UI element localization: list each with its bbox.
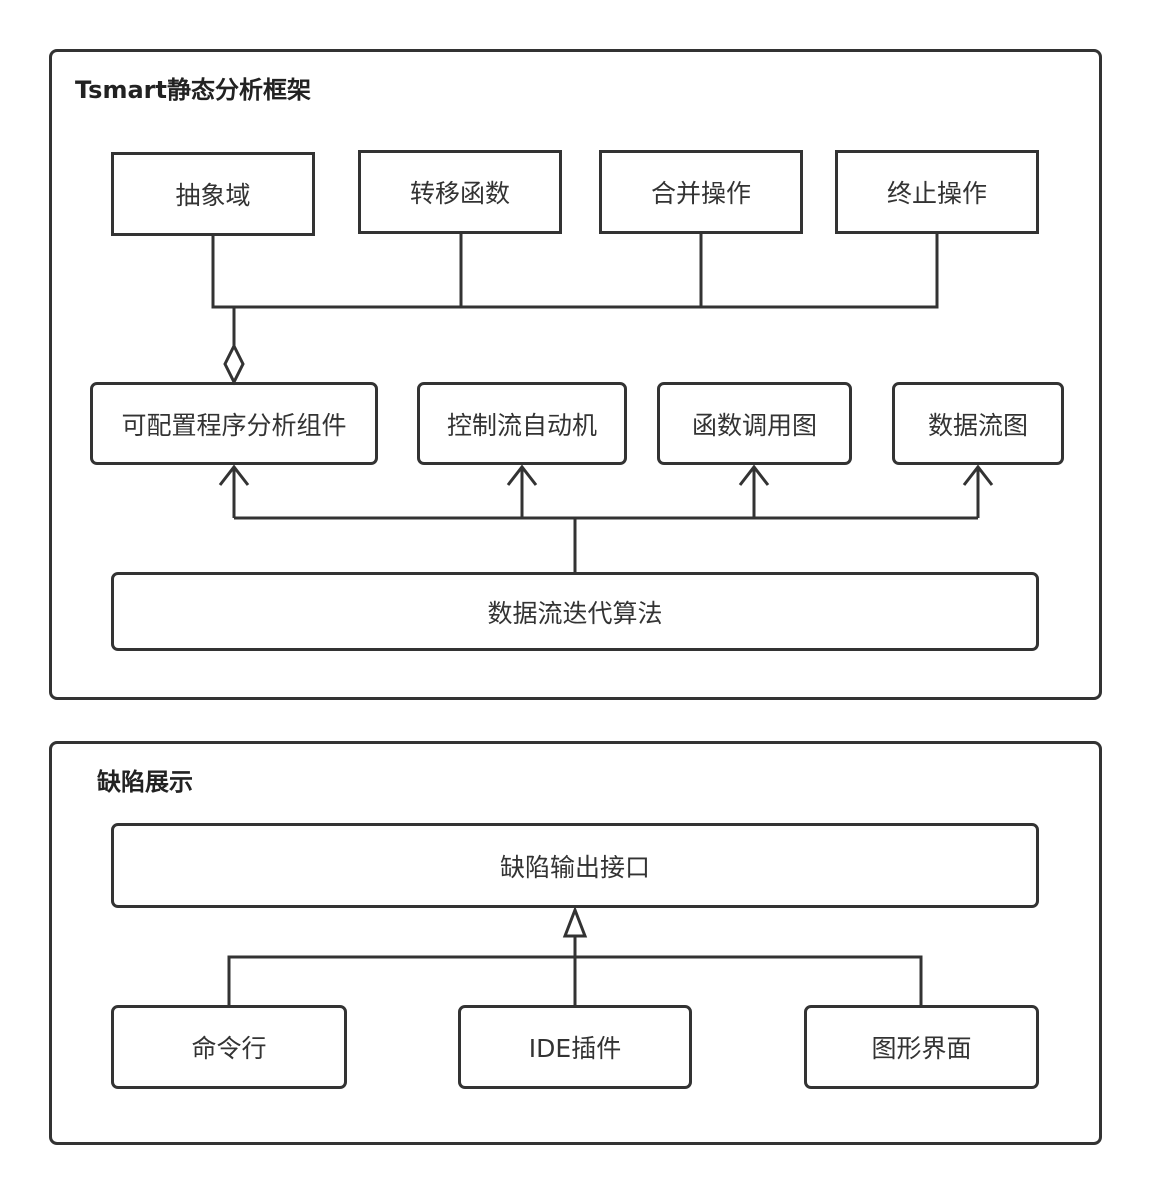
framework-title: Tsmart静态分析框架 [75,76,311,104]
control-flow-automaton-box[interactable]: 控制流自动机 [417,382,627,465]
gui-box[interactable]: 图形界面 [804,1005,1039,1089]
abstract-domain-box[interactable]: 抽象域 [111,152,315,236]
configurable-analysis-component-box[interactable]: 可配置程序分析组件 [90,382,378,465]
merge-operation-box[interactable]: 合并操作 [599,150,803,234]
defect-output-interface-box[interactable]: 缺陷输出接口 [111,823,1039,908]
defect-title: 缺陷展示 [97,768,193,796]
command-line-box[interactable]: 命令行 [111,1005,347,1089]
call-graph-box[interactable]: 函数调用图 [657,382,852,465]
stop-operation-box[interactable]: 终止操作 [835,150,1039,234]
data-flow-graph-box[interactable]: 数据流图 [892,382,1064,465]
ide-plugin-box[interactable]: IDE插件 [458,1005,692,1089]
transfer-function-box[interactable]: 转移函数 [358,150,562,234]
iteration-algorithm-box[interactable]: 数据流迭代算法 [111,572,1039,651]
